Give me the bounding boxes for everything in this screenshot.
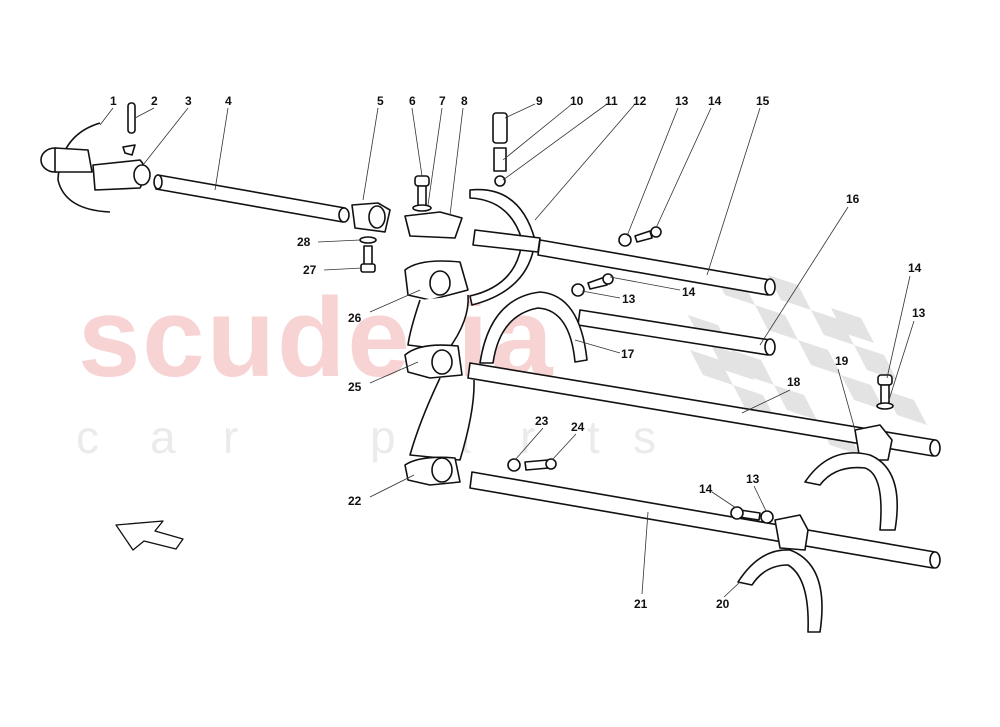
arrow-up-left-icon — [115, 520, 184, 551]
callout-14: 14 — [699, 482, 713, 496]
callout-9: 9 — [536, 94, 543, 108]
callout-11: 11 — [605, 94, 618, 108]
watermark-letter: a — [150, 411, 176, 463]
callout-2: 2 — [151, 94, 158, 108]
callout-14: 14 — [682, 285, 696, 299]
callout-27: 27 — [303, 263, 317, 277]
callout-20: 20 — [716, 597, 730, 611]
callout-16: 16 — [846, 192, 860, 206]
callout-6: 6 — [409, 94, 416, 108]
watermark-letter: t — [587, 411, 600, 463]
callout-3: 3 — [185, 94, 192, 108]
callout-4: 4 — [225, 94, 232, 108]
watermark-letter: s — [633, 411, 656, 463]
callout-13: 13 — [746, 472, 760, 486]
callout-13: 13 — [675, 94, 689, 108]
callout-14: 14 — [708, 94, 722, 108]
callout-22: 22 — [348, 494, 362, 508]
watermark-letter: r — [223, 411, 239, 463]
callout-14: 14 — [908, 261, 922, 275]
callout-21: 21 — [634, 597, 648, 611]
callout-28: 28 — [297, 235, 311, 249]
callout-17: 17 — [621, 347, 635, 361]
callout-13: 13 — [912, 306, 926, 320]
callout-8: 8 — [461, 94, 468, 108]
callout-13: 13 — [622, 292, 636, 306]
callout-12: 12 — [633, 94, 647, 108]
callout-18: 18 — [787, 375, 801, 389]
callout-25: 25 — [348, 380, 362, 394]
callout-7: 7 — [439, 94, 446, 108]
callout-1: 1 — [110, 94, 117, 108]
watermark-letter: p — [370, 411, 396, 463]
callout-24: 24 — [571, 420, 585, 434]
callout-19: 19 — [835, 354, 849, 368]
callout-23: 23 — [535, 414, 549, 428]
watermark-letter: c — [76, 411, 99, 463]
watermark-letter: r — [520, 411, 536, 463]
callout-15: 15 — [756, 94, 770, 108]
callout-5: 5 — [377, 94, 384, 108]
callout-26: 26 — [348, 311, 362, 325]
callout-10: 10 — [570, 94, 584, 108]
